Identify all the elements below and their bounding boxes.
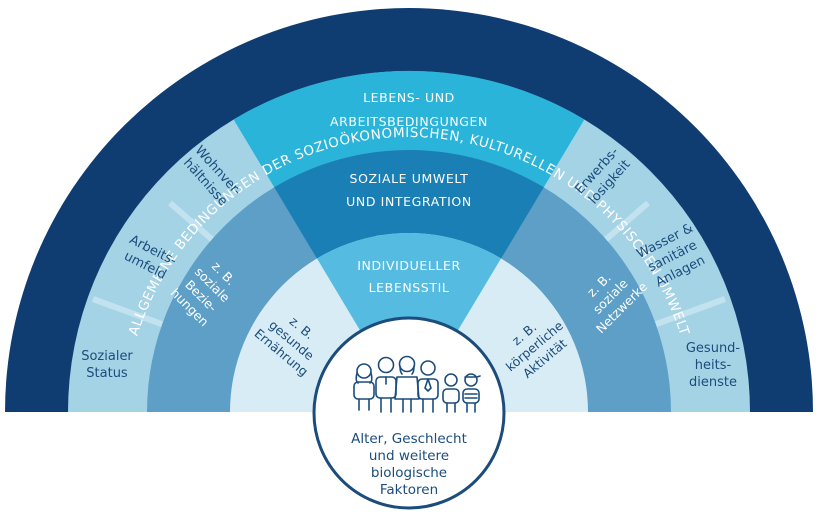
people-group-icon: [353, 355, 481, 413]
svg-text:LEBENSSTIL: LEBENSSTIL: [369, 280, 450, 295]
svg-text:Status: Status: [86, 366, 128, 381]
svg-text:dienste: dienste: [689, 375, 737, 390]
heading-social-environment: SOZIALE UMWELT UND INTEGRATION: [346, 171, 472, 209]
label-health-services: Gesund- heits- dienste: [686, 341, 741, 390]
svg-text:Gesund-: Gesund-: [686, 341, 741, 356]
svg-text:Alter, Geschlecht: Alter, Geschlecht: [351, 431, 467, 447]
svg-text:SOZIALE UMWELT: SOZIALE UMWELT: [350, 171, 469, 186]
heading-living-working: LEBENS- UND ARBEITSBEDINGUNGEN: [330, 90, 488, 129]
svg-text:ARBEITSBEDINGUNGEN: ARBEITSBEDINGUNGEN: [330, 114, 488, 129]
svg-text:Sozialer: Sozialer: [81, 349, 133, 364]
svg-text:INDIVIDUELLER: INDIVIDUELLER: [357, 258, 461, 273]
svg-text:Faktoren: Faktoren: [380, 482, 438, 498]
svg-text:heits-: heits-: [695, 358, 732, 373]
svg-text:und weitere: und weitere: [369, 448, 449, 464]
svg-text:UND INTEGRATION: UND INTEGRATION: [346, 194, 472, 209]
center-label-biological-factors: Alter, Geschlecht und weitere biologisch…: [351, 431, 467, 498]
heading-individual-lifestyle: INDIVIDUELLER LEBENSSTIL: [357, 258, 461, 295]
svg-text:biologische: biologische: [371, 465, 447, 481]
svg-text:LEBENS- UND: LEBENS- UND: [363, 90, 455, 105]
label-social-status: Sozialer Status: [81, 349, 133, 381]
center-circle: [312, 316, 506, 510]
